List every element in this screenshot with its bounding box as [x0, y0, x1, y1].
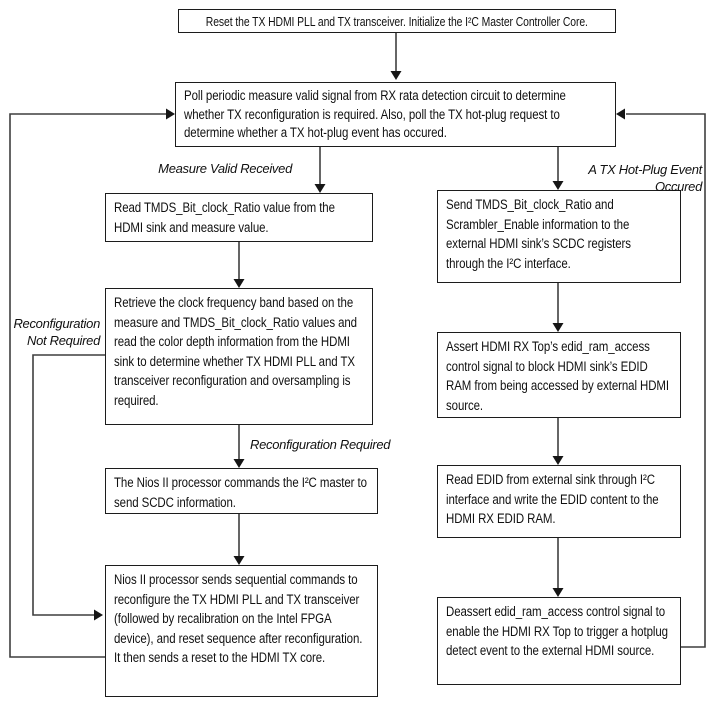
flow-box-poll-text: Poll periodic measure valid signal from …: [184, 88, 566, 140]
flow-box-send-scdc: Send TMDS_Bit_clock_Ratio and Scrambler_…: [437, 190, 681, 283]
flow-box-nios-commands: The Nios II processor commands the I²C m…: [105, 468, 378, 514]
flow-box-poll: Poll periodic measure valid signal from …: [175, 82, 616, 147]
flow-box-nios-sequential-text: Nios II processor sends sequential comma…: [114, 572, 363, 665]
flow-box-read-edid-text: Read EDID from external sink through I²C…: [446, 472, 659, 526]
flow-box-deassert-edid-text: Deassert edid_ram_access control signal …: [446, 604, 668, 658]
connector-nios-commands-to-nios-sequential: [233, 514, 245, 565]
flow-box-read-edid: Read EDID from external sink through I²C…: [437, 465, 681, 538]
connector-assert-to-read-edid: [552, 418, 564, 465]
label-reconfiguration-not-required: Reconfiguration Not Required: [13, 316, 100, 348]
connector-send-scdc-to-assert: [552, 283, 564, 332]
flow-box-read-tmds: Read TMDS_Bit_clock_Ratio value from the…: [105, 193, 373, 242]
flow-box-assert-edid: Assert HDMI RX Top’s edid_ram_access con…: [437, 332, 681, 418]
flow-box-reset-body: Reset the TX HDMI PLL and TX transceiver…: [179, 10, 615, 32]
connector-read-edid-to-deassert: [552, 538, 564, 597]
connector-retrieve-not-required-to-nios-sequential: [32, 354, 105, 621]
flow-box-reset: Reset the TX HDMI PLL and TX transceiver…: [178, 9, 616, 33]
flow-box-nios-sequential: Nios II processor sends sequential comma…: [105, 565, 378, 697]
flow-box-reset-text: Reset the TX HDMI PLL and TX transceiver…: [205, 13, 589, 29]
connector-poll-to-read-tmds: [314, 147, 326, 193]
flow-box-send-scdc-text: Send TMDS_Bit_clock_Ratio and Scrambler_…: [446, 197, 631, 271]
connector-read-tmds-to-retrieve: [233, 242, 245, 288]
flow-box-retrieve-band: Retrieve the clock frequency band based …: [105, 288, 373, 425]
connector-retrieve-to-nios-commands: [233, 425, 245, 468]
flow-box-retrieve-band-text: Retrieve the clock frequency band based …: [114, 295, 357, 408]
flow-box-read-tmds-text: Read TMDS_Bit_clock_Ratio value from the…: [114, 200, 335, 235]
connector-reset-to-poll: [390, 33, 402, 80]
flow-box-nios-commands-text: The Nios II processor commands the I²C m…: [114, 475, 367, 510]
label-measure-valid-received: Measure Valid Received: [158, 161, 292, 176]
flow-box-assert-edid-text: Assert HDMI RX Top’s edid_ram_access con…: [446, 339, 670, 413]
label-tx-hot-plug-event-occured: A TX Hot-Plug Event Occured: [588, 162, 702, 194]
label-reconfiguration-required: Reconfiguration Required: [250, 437, 391, 452]
flow-box-deassert-edid: Deassert edid_ram_access control signal …: [437, 597, 681, 685]
